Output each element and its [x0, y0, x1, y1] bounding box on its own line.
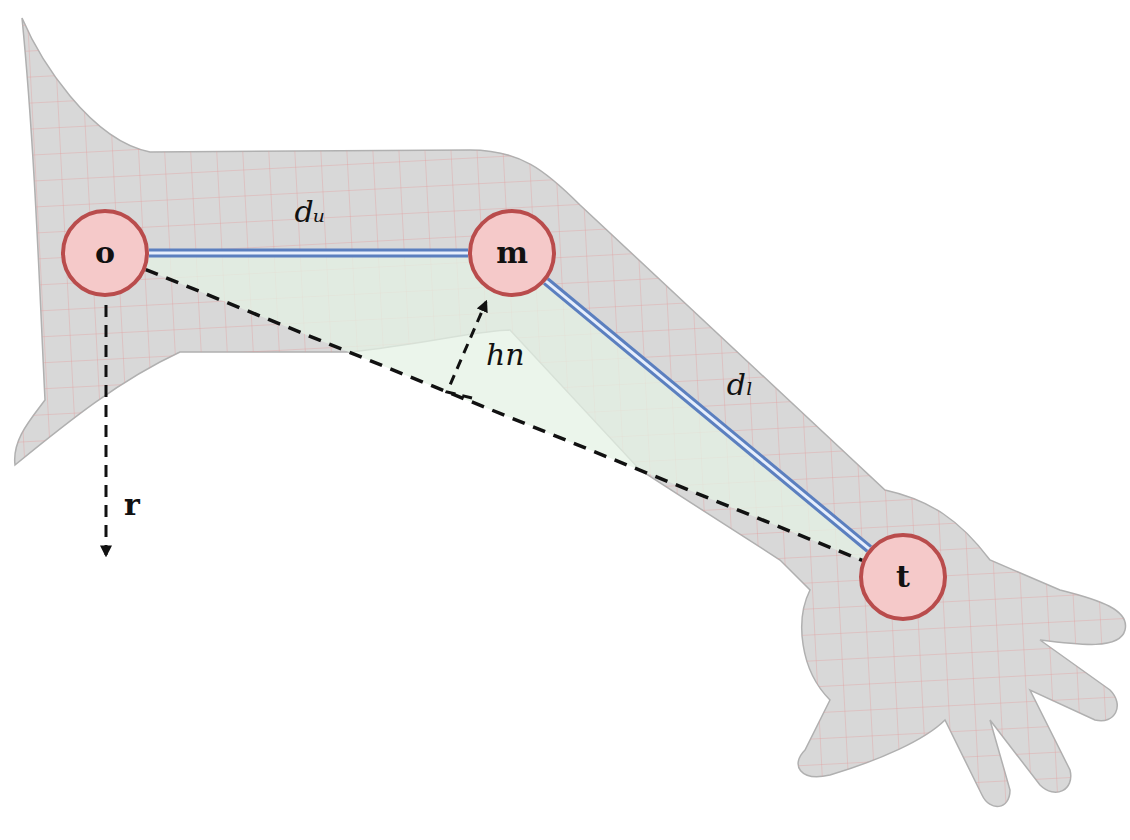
- vector-label: hn: [486, 340, 525, 370]
- length-label: dₗ: [727, 370, 753, 400]
- joint-name: t: [896, 562, 910, 592]
- bone-segment: [546, 281, 869, 549]
- dashed-line: [146, 270, 862, 561]
- joint-name: m: [496, 238, 528, 268]
- arm-mesh: [15, 18, 1126, 806]
- height-arrow: [447, 302, 486, 398]
- vector-label: r: [124, 490, 140, 520]
- joint-name: o: [95, 238, 115, 268]
- joint-circle: t: [859, 533, 947, 621]
- joint-circle: m: [468, 209, 556, 297]
- bone-segment: [149, 253, 468, 254]
- joint-circle: o: [61, 209, 149, 297]
- length-label: dᵤ: [294, 197, 325, 227]
- r-arrow: [105, 305, 108, 555]
